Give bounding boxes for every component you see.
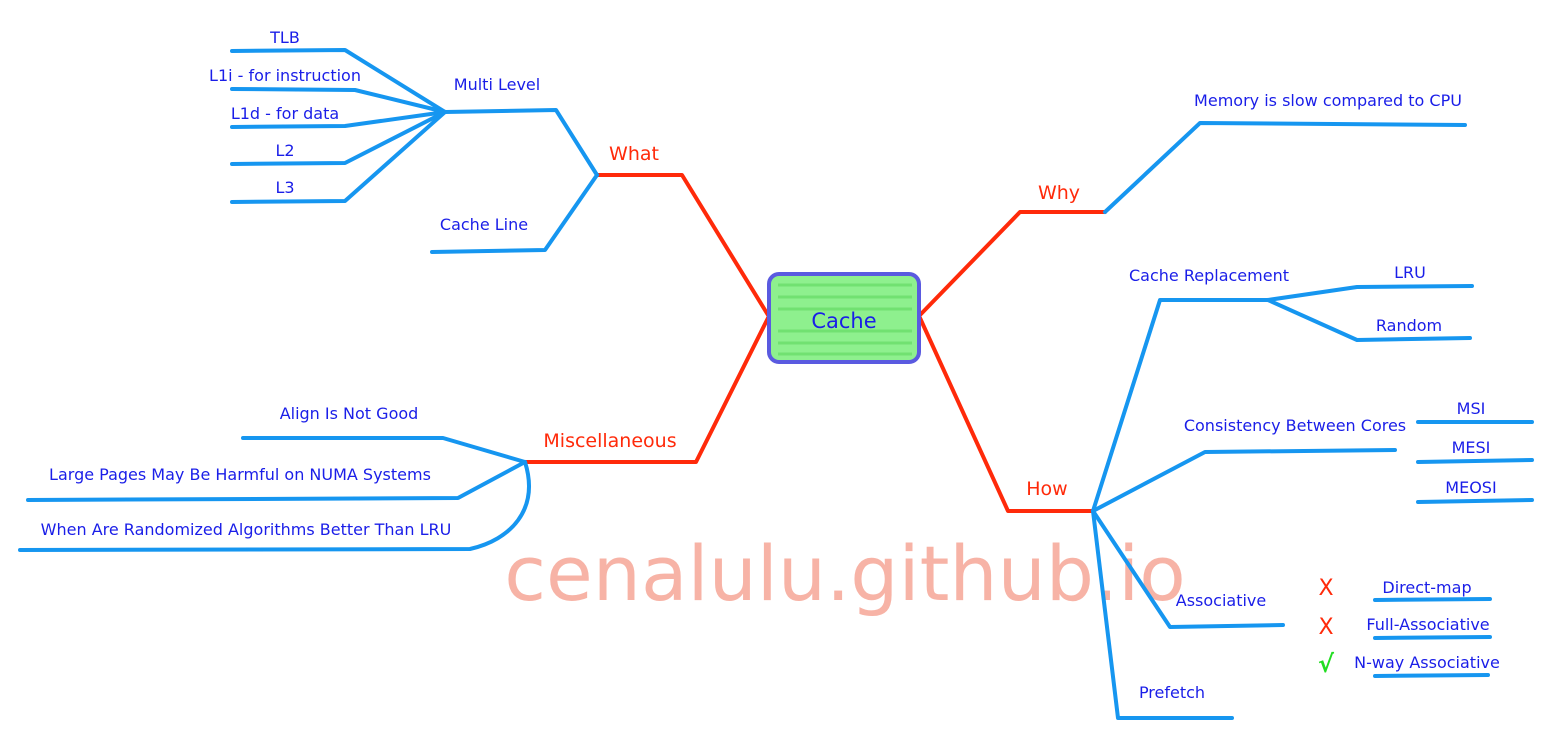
check-icon: √: [1318, 650, 1335, 678]
l2-line: [230, 110, 447, 166]
node-large-pages[interactable]: Large Pages May Be Harmful on NUMA Syste…: [49, 465, 431, 484]
node-mesi[interactable]: MESI: [1452, 438, 1491, 457]
watermark-text: cenalulu.github.io: [504, 529, 1186, 618]
prefetch-line: [1091, 509, 1234, 720]
direct-map-line: [1373, 597, 1492, 602]
randomized-line: [18, 460, 531, 552]
consistency-line: [1091, 448, 1397, 513]
n-way-associative-line: [1373, 673, 1490, 678]
meosi-line: [1416, 498, 1534, 504]
full-associative-line: [1373, 635, 1492, 640]
large-pages-line: [26, 460, 527, 502]
node-full-associative[interactable]: Full-Associative: [1366, 615, 1489, 634]
node-memory-slow[interactable]: Memory is slow compared to CPU: [1194, 91, 1462, 110]
node-align[interactable]: Align Is Not Good: [280, 404, 419, 423]
lru-line: [1266, 284, 1474, 302]
node-msi[interactable]: MSI: [1457, 399, 1486, 418]
cross-icon: X: [1318, 576, 1333, 601]
branch-what-line: [595, 173, 770, 317]
node-l2[interactable]: L2: [275, 141, 294, 160]
l1i-line: [230, 87, 447, 114]
branch-why-label[interactable]: Why: [1038, 182, 1080, 204]
random-line: [1266, 298, 1472, 342]
node-lru[interactable]: LRU: [1394, 263, 1426, 282]
node-direct-map[interactable]: Direct-map: [1382, 578, 1471, 597]
cache-line-line: [430, 173, 599, 254]
l3-line: [230, 110, 447, 204]
mesi-line: [1416, 458, 1534, 464]
node-prefetch[interactable]: Prefetch: [1139, 683, 1205, 702]
cache-replacement-line: [1091, 298, 1270, 513]
node-tlb[interactable]: TLB: [269, 28, 300, 47]
node-cache-replacement[interactable]: Cache Replacement: [1129, 266, 1289, 285]
branch-how-label[interactable]: How: [1026, 478, 1067, 500]
node-consistency[interactable]: Consistency Between Cores: [1184, 416, 1406, 435]
branch-misc-label[interactable]: Miscellaneous: [543, 430, 676, 452]
cross-icon: X: [1318, 615, 1333, 640]
node-meosi[interactable]: MEOSI: [1445, 478, 1496, 497]
node-cache-line[interactable]: Cache Line: [440, 215, 528, 234]
center-node-highlight: [778, 283, 912, 356]
branch-how-line: [918, 316, 1095, 513]
branch-why-line: [918, 210, 1107, 317]
node-multi-level[interactable]: Multi Level: [454, 75, 540, 94]
align-line: [241, 436, 527, 464]
center-node-label: Cache: [811, 309, 876, 333]
branch-what-label[interactable]: What: [609, 143, 659, 165]
memory-slow-line: [1103, 121, 1467, 214]
branch-misc-line: [523, 316, 770, 464]
node-associative[interactable]: Associative: [1176, 591, 1266, 610]
node-random[interactable]: Random: [1376, 316, 1442, 335]
node-l1i[interactable]: L1i - for instruction: [209, 66, 361, 85]
tlb-line: [230, 48, 447, 114]
multi-level-line: [443, 108, 599, 177]
node-n-way-associative[interactable]: N-way Associative: [1354, 653, 1500, 672]
center-node[interactable]: Cache: [767, 272, 921, 364]
associative-line: [1091, 509, 1285, 629]
node-l3[interactable]: L3: [275, 178, 294, 197]
node-randomized[interactable]: When Are Randomized Algorithms Better Th…: [41, 520, 452, 539]
node-l1d[interactable]: L1d - for data: [231, 104, 339, 123]
l1d-line: [230, 110, 447, 129]
